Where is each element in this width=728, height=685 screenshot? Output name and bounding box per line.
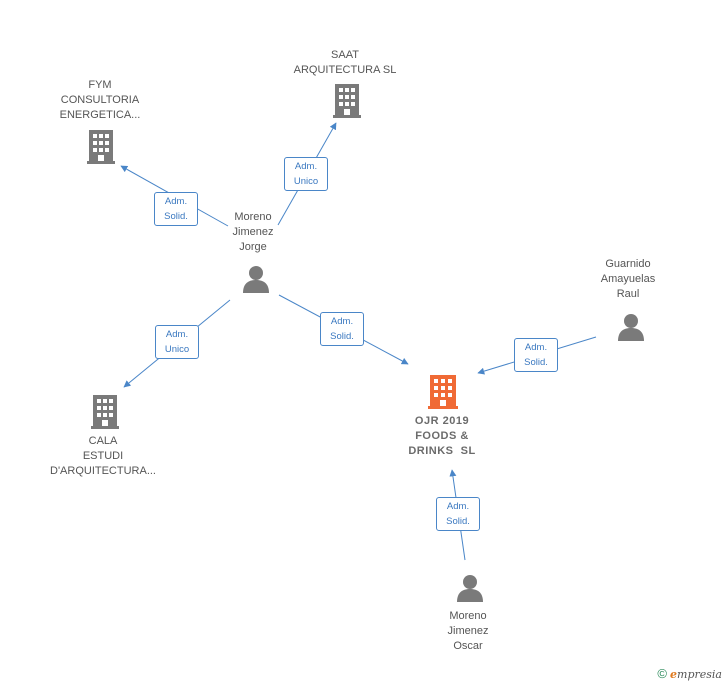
building-icon[interactable]	[333, 84, 361, 118]
node-label-oscar[interactable]: Moreno Jimenez Oscar	[428, 609, 508, 654]
role-box-jorge-saat: Adm. Unico	[284, 157, 328, 191]
node-label-fym[interactable]: FYM CONSULTORIA ENERGETICA...	[40, 78, 160, 123]
label-line: CONSULTORIA	[60, 94, 140, 106]
role-line: Adm.	[330, 316, 354, 327]
label-line: ESTUDI	[82, 450, 124, 462]
label-line: Jorge	[239, 241, 267, 253]
label-line: ENERGETICA...	[59, 109, 141, 121]
role-box-oscar-ojr: Adm. Solid.	[436, 497, 480, 531]
person-icon[interactable]	[618, 314, 644, 341]
copyright-symbol: ©	[657, 666, 667, 681]
person-icon[interactable]	[243, 266, 269, 293]
label-line: OJR 2019	[414, 415, 470, 427]
role-box-jorge-cala: Adm. Unico	[155, 325, 199, 359]
role-line: Unico	[293, 176, 319, 187]
role-line: Adm.	[165, 329, 189, 340]
main-company-building-icon[interactable]	[428, 375, 458, 409]
role-box-guarnido-ojr: Adm. Solid.	[514, 338, 558, 372]
label-line: Moreno	[449, 610, 487, 622]
label-line: Jimenez	[447, 625, 489, 637]
role-box-jorge-ojr: Adm. Solid.	[320, 312, 364, 346]
label-line: FYM	[88, 79, 112, 91]
label-line: FOODS &	[415, 430, 469, 442]
role-line: Adm.	[524, 342, 548, 353]
label-line: Oscar	[453, 640, 483, 652]
label-line: DRINKS SL	[408, 445, 476, 457]
role-line: Solid.	[446, 516, 470, 527]
label-line: SAAT	[331, 49, 359, 61]
role-line: Adm.	[446, 501, 470, 512]
role-line: Unico	[164, 344, 190, 355]
role-line: Solid.	[330, 331, 354, 342]
node-label-jorge[interactable]: Moreno Jimenez Jorge	[213, 210, 293, 255]
role-line: Solid.	[524, 357, 548, 368]
brand-rest: mpresia	[677, 668, 722, 681]
person-icon[interactable]	[457, 575, 483, 602]
role-box-jorge-fym: Adm. Solid.	[154, 192, 198, 226]
role-line: Solid.	[164, 211, 188, 222]
node-label-saat[interactable]: SAAT ARQUITECTURA SL	[285, 48, 405, 78]
building-icon[interactable]	[91, 395, 119, 429]
role-line: Adm.	[294, 161, 318, 172]
label-line: Amayuelas	[600, 273, 656, 285]
node-label-cala[interactable]: CALA ESTUDI D'ARQUITECTURA...	[38, 434, 168, 479]
brand-footer: © empresia	[657, 666, 722, 681]
building-icon[interactable]	[87, 130, 115, 164]
role-line: Adm.	[164, 196, 188, 207]
brand-logo: empresia	[670, 668, 722, 681]
label-line: Guarnido	[605, 258, 651, 270]
label-line: Raul	[616, 288, 640, 300]
label-line: Jimenez	[232, 226, 274, 238]
node-label-ojr[interactable]: OJR 2019 FOODS & DRINKS SL	[390, 414, 494, 459]
label-line: Moreno	[234, 211, 272, 223]
label-line: ARQUITECTURA SL	[293, 64, 397, 76]
brand-initial: e	[670, 668, 678, 681]
node-label-guarnido[interactable]: Guarnido Amayuelas Raul	[588, 257, 668, 302]
label-line: D'ARQUITECTURA...	[50, 465, 156, 477]
label-line: CALA	[88, 435, 118, 447]
